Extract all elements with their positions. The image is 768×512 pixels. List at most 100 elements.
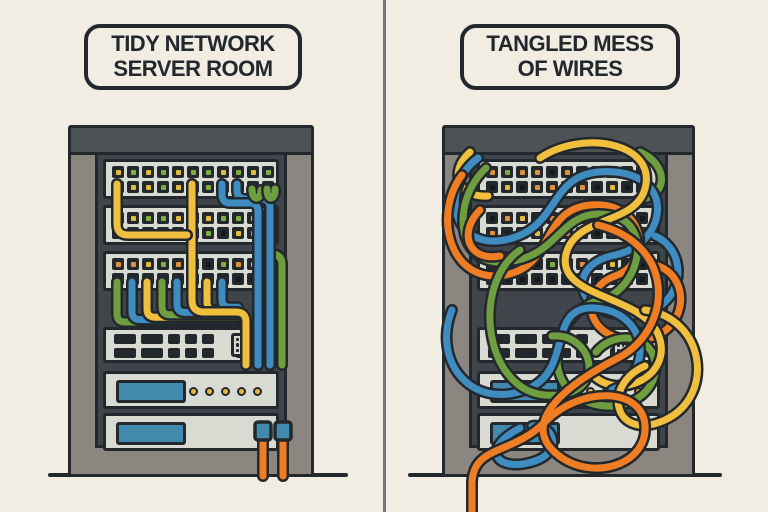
port-row: [486, 212, 648, 224]
port-led: [639, 276, 645, 282]
connector-hole: [621, 343, 624, 347]
server-screen: [116, 380, 186, 403]
connector-hole: [259, 343, 262, 347]
port: [636, 227, 648, 239]
port: [187, 212, 199, 224]
port-led: [624, 261, 630, 267]
port-led: [609, 230, 615, 236]
port-led: [250, 276, 256, 282]
port-led: [579, 261, 585, 267]
server-screen: [116, 422, 186, 445]
port-led: [205, 184, 211, 190]
port: [187, 166, 199, 178]
server-unit-1: [477, 371, 660, 409]
port: [262, 227, 274, 239]
port: [636, 212, 648, 224]
connector-hole: [644, 343, 647, 347]
port: [142, 212, 154, 224]
port: [501, 212, 513, 224]
port-led: [504, 261, 510, 267]
port: [561, 227, 573, 239]
server-led-row: [189, 387, 262, 396]
connector-hole: [621, 348, 624, 352]
port: [172, 227, 184, 239]
port-row: [112, 181, 274, 193]
port: [516, 273, 528, 285]
port-led: [115, 276, 121, 282]
port-led: [504, 276, 510, 282]
port-led: [624, 230, 630, 236]
port: [232, 166, 244, 178]
connector-hole: [240, 338, 243, 342]
switch-slot: [202, 334, 214, 344]
port: [187, 227, 199, 239]
port: [112, 273, 124, 285]
port: [621, 212, 633, 224]
port-led: [250, 215, 256, 221]
switch-slot-row: [488, 334, 624, 344]
port: [561, 258, 573, 270]
switch-slots: [114, 334, 250, 358]
port: [247, 181, 259, 193]
switch-slot: [185, 334, 197, 344]
port: [202, 181, 214, 193]
port: [202, 258, 214, 270]
port: [112, 212, 124, 224]
port-led: [534, 261, 540, 267]
switch-slot: [488, 334, 510, 344]
rack-interior: [95, 152, 287, 451]
port-led: [519, 261, 525, 267]
port-led: [265, 230, 271, 236]
port-led: [519, 215, 525, 221]
server-led: [618, 387, 627, 396]
port-led: [235, 261, 241, 267]
server-led: [237, 387, 246, 396]
port: [202, 227, 214, 239]
port-row: [486, 166, 648, 178]
switch-slot-row: [488, 348, 624, 358]
connector-block: [612, 333, 629, 357]
port-led: [130, 184, 136, 190]
port: [247, 258, 259, 270]
server-led: [205, 387, 214, 396]
port-led: [145, 276, 151, 282]
server-led: [189, 387, 198, 396]
port: [232, 212, 244, 224]
port: [546, 258, 558, 270]
port-led: [534, 215, 540, 221]
port: [486, 212, 498, 224]
connector-hole: [617, 343, 620, 347]
port-led: [549, 276, 555, 282]
port-led: [624, 215, 630, 221]
port: [217, 181, 229, 193]
port: [591, 212, 603, 224]
port: [606, 227, 618, 239]
port: [561, 166, 573, 178]
port: [501, 258, 513, 270]
port-led: [489, 184, 495, 190]
port: [561, 181, 573, 193]
server-led: [634, 387, 643, 396]
port: [591, 258, 603, 270]
switch-slot: [185, 348, 197, 358]
port: [157, 258, 169, 270]
connector-hole: [644, 338, 647, 342]
port-row: [486, 181, 648, 193]
port: [486, 227, 498, 239]
port: [531, 273, 543, 285]
port: [217, 273, 229, 285]
port-led: [609, 169, 615, 175]
port-led: [579, 215, 585, 221]
port-led: [175, 276, 181, 282]
port-row: [112, 258, 274, 270]
port-led: [639, 169, 645, 175]
port: [172, 166, 184, 178]
port: [127, 258, 139, 270]
port-led: [190, 230, 196, 236]
port-led: [519, 184, 525, 190]
port: [127, 166, 139, 178]
port-led: [220, 276, 226, 282]
port: [591, 181, 603, 193]
port-led: [130, 230, 136, 236]
port-led: [190, 184, 196, 190]
